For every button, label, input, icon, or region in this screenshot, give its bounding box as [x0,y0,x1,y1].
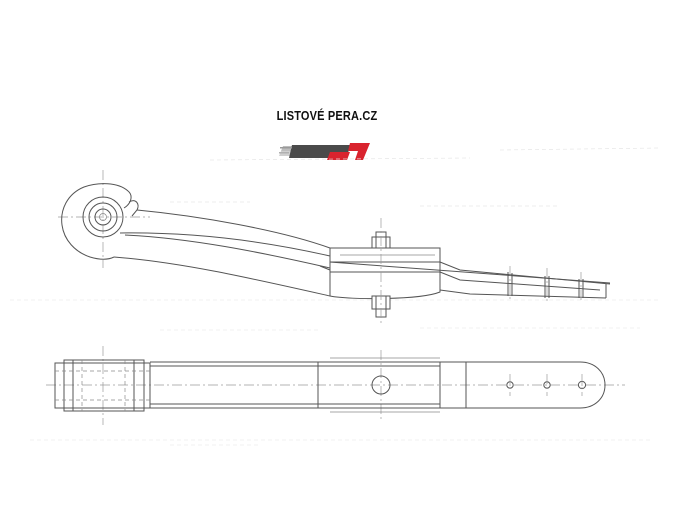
brand-logo-mark [279,143,370,160]
side-view [58,170,611,325]
top-view [46,346,625,425]
background-guides [10,147,661,446]
brand-logo-text: LISTOVÉ PERA.CZ [276,109,378,123]
